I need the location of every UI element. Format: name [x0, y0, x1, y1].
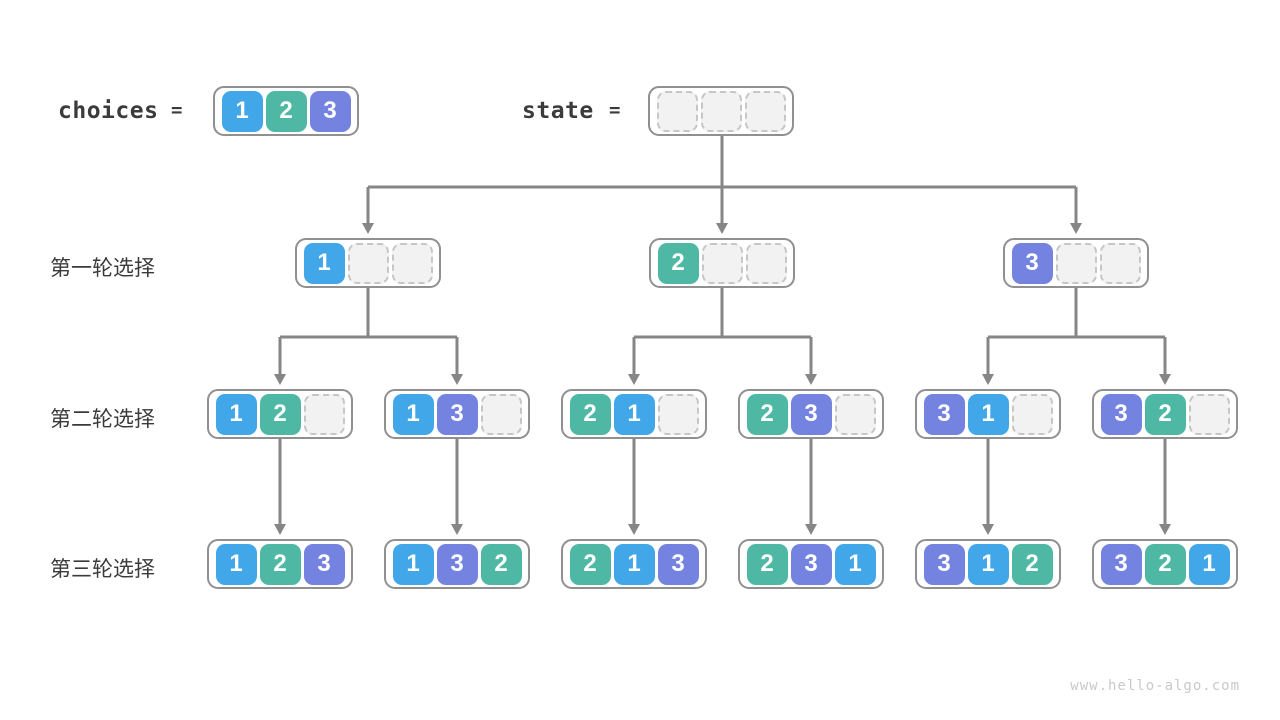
- empty-slot-cell: [656, 90, 698, 132]
- value-cell: 3: [309, 90, 351, 132]
- value-cell: 2: [265, 90, 307, 132]
- value-cell: 2: [1144, 543, 1186, 585]
- empty-slot-cell: [834, 393, 876, 435]
- value-cell: 3: [436, 393, 478, 435]
- state-box-round1-1: 1: [295, 238, 441, 288]
- state-equals-sign: =: [609, 99, 621, 121]
- value-cell: 1: [613, 543, 655, 585]
- empty-slot-cell: [1188, 393, 1230, 435]
- state-box-round1-3: 3: [1003, 238, 1149, 288]
- row-label-round-3: 第三轮选择: [50, 558, 155, 581]
- watermark-text: www.hello-algo.com: [1070, 678, 1240, 694]
- choices-label: choices: [58, 98, 159, 124]
- value-cell: 1: [967, 543, 1009, 585]
- row-label-round-1: 第一轮选择: [50, 257, 155, 280]
- arrowhead-icon: [982, 524, 994, 535]
- value-cell: 3: [436, 543, 478, 585]
- empty-slot-cell: [744, 90, 786, 132]
- value-cell: 3: [790, 543, 832, 585]
- arrowhead-icon: [362, 223, 374, 234]
- empty-slot-cell: [391, 242, 433, 284]
- arrowhead-icon: [1159, 374, 1171, 385]
- value-cell: 2: [259, 543, 301, 585]
- arrowhead-icon: [805, 524, 817, 535]
- empty-slot-cell: [303, 393, 345, 435]
- empty-slot-cell: [701, 242, 743, 284]
- row-label-round-2: 第二轮选择: [50, 408, 155, 431]
- value-cell: 3: [923, 393, 965, 435]
- arrowhead-icon: [716, 223, 728, 234]
- value-cell: 1: [215, 543, 257, 585]
- empty-slot-cell: [1011, 393, 1053, 435]
- empty-slot-cell: [1099, 242, 1141, 284]
- value-cell: 1: [215, 393, 257, 435]
- state-box-round1-2: 2: [649, 238, 795, 288]
- value-cell: 3: [303, 543, 345, 585]
- value-cell: 2: [1011, 543, 1053, 585]
- empty-slot-cell: [700, 90, 742, 132]
- arrowhead-icon: [805, 374, 817, 385]
- value-cell: 1: [967, 393, 1009, 435]
- arrowhead-icon: [451, 374, 463, 385]
- value-cell: 3: [923, 543, 965, 585]
- empty-slot-cell: [347, 242, 389, 284]
- empty-slot-cell: [480, 393, 522, 435]
- value-cell: 2: [569, 543, 611, 585]
- arrowhead-icon: [628, 374, 640, 385]
- value-cell: 3: [1011, 242, 1053, 284]
- value-cell: 1: [303, 242, 345, 284]
- value-cell: 2: [1144, 393, 1186, 435]
- value-cell: 2: [480, 543, 522, 585]
- value-cell: 1: [1188, 543, 1230, 585]
- arrowhead-icon: [1159, 524, 1171, 535]
- empty-slot-cell: [1055, 242, 1097, 284]
- arrowhead-icon: [1070, 223, 1082, 234]
- state-label: state: [522, 98, 594, 124]
- value-cell: 2: [259, 393, 301, 435]
- value-cell: 1: [613, 393, 655, 435]
- empty-slot-cell: [657, 393, 699, 435]
- value-cell: 3: [657, 543, 699, 585]
- value-cell: 3: [790, 393, 832, 435]
- arrowhead-icon: [982, 374, 994, 385]
- value-cell: 2: [657, 242, 699, 284]
- choices-equals-sign: =: [171, 99, 183, 121]
- arrowhead-icon: [274, 524, 286, 535]
- value-cell: 1: [392, 543, 434, 585]
- value-cell: 1: [221, 90, 263, 132]
- value-cell: 2: [746, 543, 788, 585]
- arrowhead-icon: [274, 374, 286, 385]
- state-array-box-cells: [648, 86, 794, 136]
- value-cell: 3: [1100, 543, 1142, 585]
- arrowhead-icon: [451, 524, 463, 535]
- value-cell: 2: [746, 393, 788, 435]
- empty-slot-cell: [745, 242, 787, 284]
- arrowhead-icon: [628, 524, 640, 535]
- value-cell: 3: [1100, 393, 1142, 435]
- value-cell: 1: [834, 543, 876, 585]
- value-cell: 1: [392, 393, 434, 435]
- value-cell: 2: [569, 393, 611, 435]
